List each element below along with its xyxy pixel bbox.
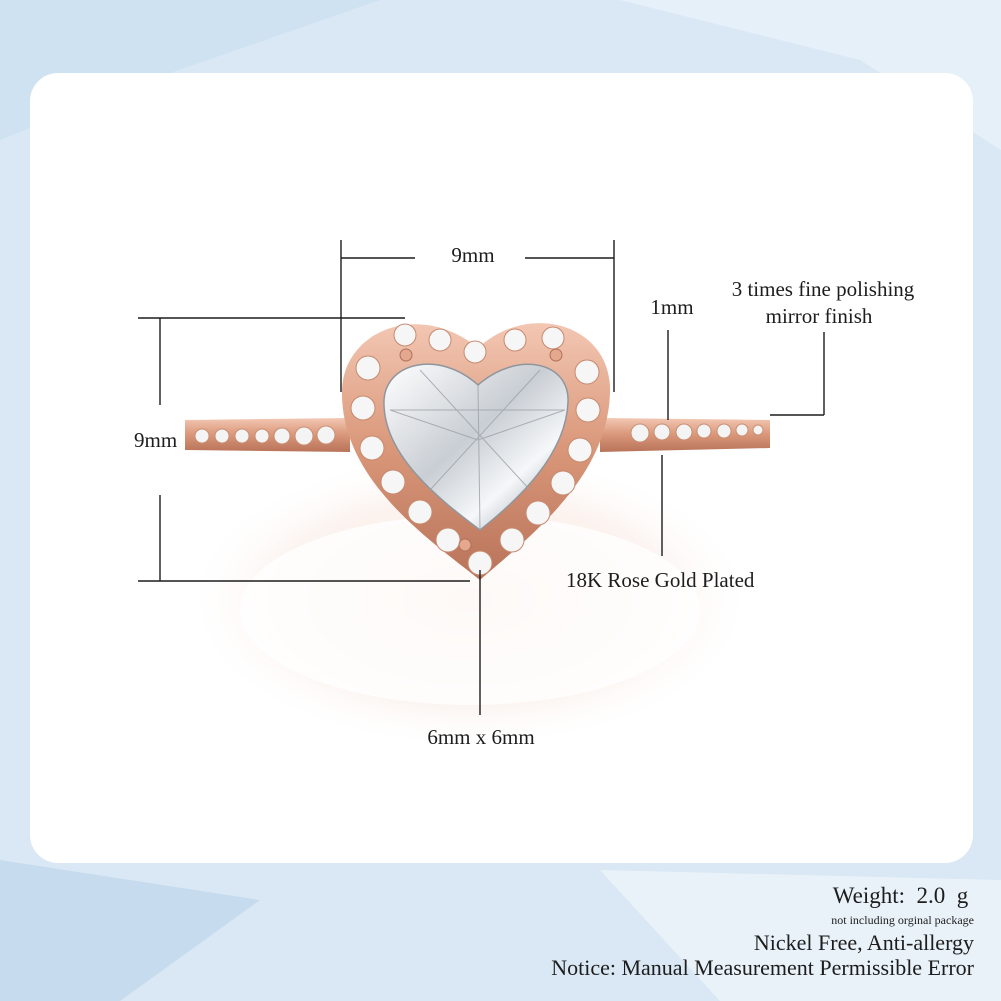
polishing-label-line2: mirror finish [765, 304, 873, 328]
weight-note: not including orginal package [831, 913, 974, 927]
polishing-label-line1: 3 times fine polishing [731, 277, 915, 301]
stone-size-label: 6mm x 6mm [427, 725, 535, 749]
band-width-label: 1mm [650, 295, 694, 319]
heart-stone [383, 363, 569, 531]
height-label: 9mm [134, 428, 178, 452]
plating-label: 18K Rose Gold Plated [566, 568, 755, 592]
weight-label: Weight: [832, 883, 905, 908]
measurement-notice: Notice: Manual Measurement Permissible E… [551, 955, 974, 980]
width-label: 9mm [451, 243, 495, 267]
weight-line: Weight: 2.0 g [833, 883, 974, 909]
weight-unit: g [956, 883, 969, 908]
material-note: Nickel Free, Anti-allergy [753, 930, 974, 955]
weight-value: 2.0 [916, 883, 946, 908]
